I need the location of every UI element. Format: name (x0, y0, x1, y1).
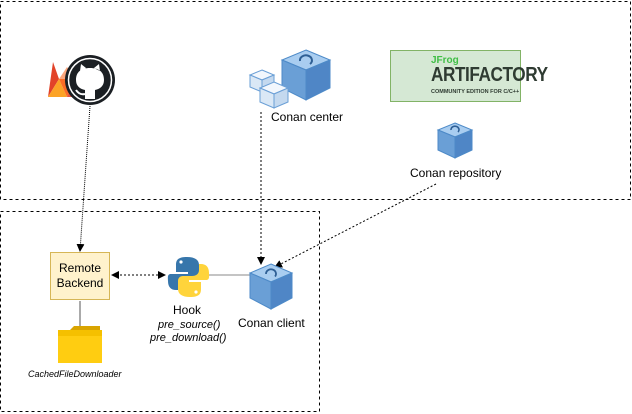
artifactory-edition: COMMUNITY EDITION FOR C/C++ (431, 89, 520, 95)
artifactory-logo: JFrog ARTIFACTORY COMMUNITY EDITION FOR … (390, 50, 548, 102)
folder-icon (58, 326, 102, 363)
local-zone (0, 211, 320, 412)
conan-repository-icon (436, 122, 474, 159)
remote-backend-box[interactable]: Remote Backend (50, 252, 110, 300)
conan-client-label: Conan client (238, 316, 305, 330)
hook-method-pre-source: pre_source() (158, 319, 221, 331)
conan-center-icon (248, 49, 332, 109)
conan-client-icon (248, 263, 294, 310)
remote-backend-line-2: Backend (56, 276, 104, 290)
python-icon (167, 257, 210, 297)
github-icon (65, 55, 115, 105)
edge-repository-to-client (274, 183, 437, 268)
cached-downloader-label: CachedFileDownloader (28, 369, 122, 379)
conan-repository-label: Conan repository (410, 166, 502, 180)
hook-label: Hook (173, 303, 202, 317)
artifactory-name: ARTIFACTORY (431, 64, 548, 86)
conan-center-label: Conan center (271, 110, 344, 124)
remote-backend-line-1: Remote (58, 261, 102, 275)
artifactory-brand: JFrog (431, 55, 459, 66)
edge-github-to-remote-backend (76, 105, 91, 252)
hook-method-pre-download: pre_download() (150, 332, 227, 344)
remote-zone (0, 1, 631, 200)
